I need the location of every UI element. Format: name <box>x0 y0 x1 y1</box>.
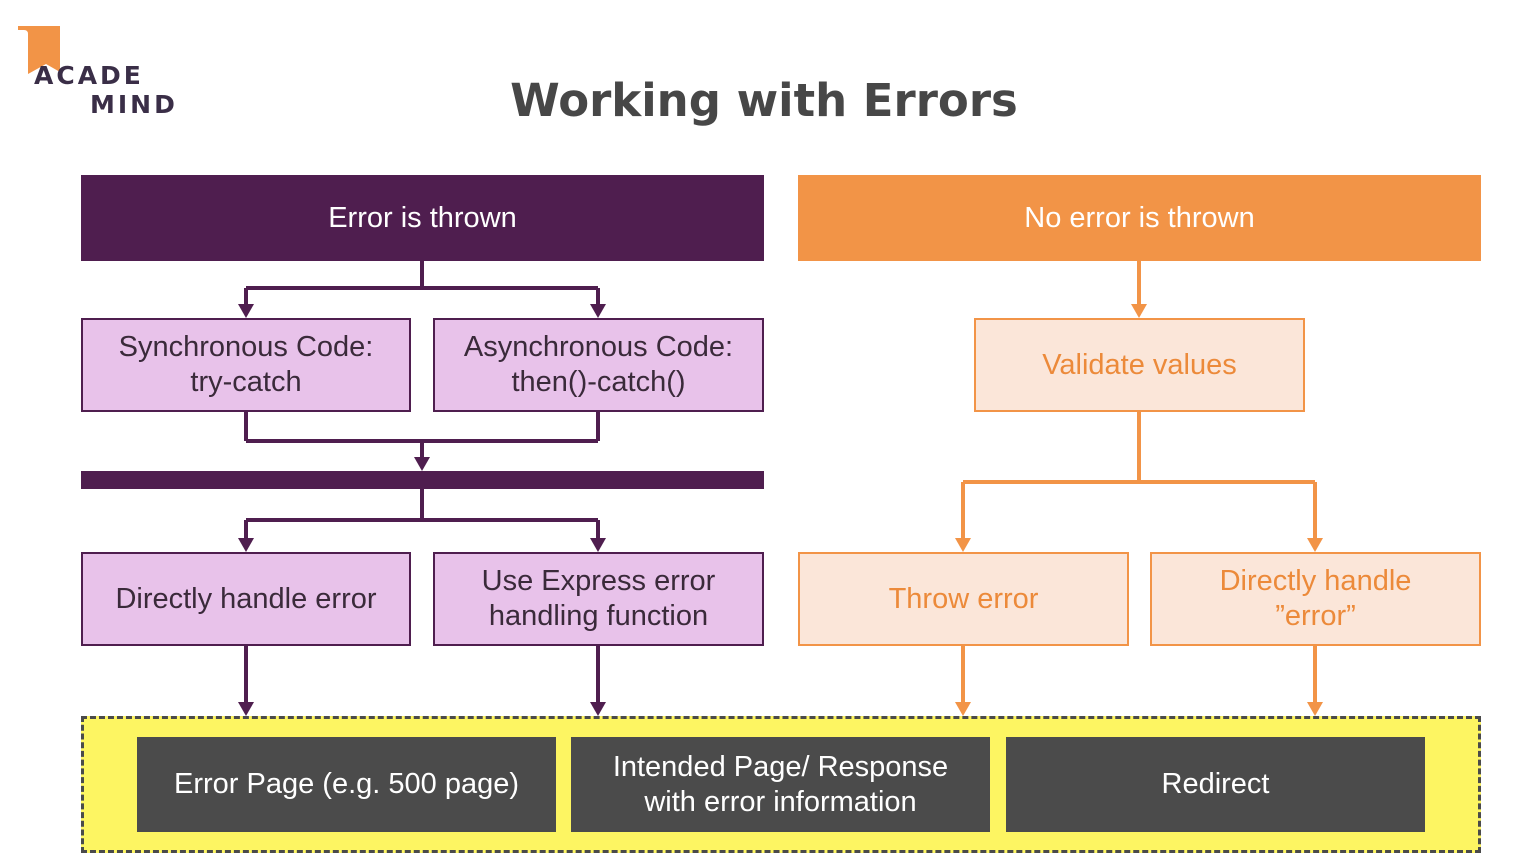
redirect-label: Redirect <box>1161 768 1270 801</box>
throw-error-label: Throw error <box>888 582 1039 615</box>
direct-handle-error-label: Directly handle error <box>115 582 377 615</box>
validate-values-label: Validate values <box>1042 348 1237 381</box>
sync-code-box: Synchronous Code: try-catch <box>81 318 411 412</box>
validate-values-box: Validate values <box>974 318 1305 412</box>
async-code-label: Asynchronous Code: then()-catch() <box>463 331 734 398</box>
logo-flag-icon <box>18 26 60 74</box>
direct-handle-error-right-box: Directly handle ”error” <box>1150 552 1481 646</box>
merge-bar <box>81 471 764 489</box>
intended-page-label: Intended Page/ Response with error infor… <box>612 750 949 818</box>
direct-handle-error-right-label: Directly handle ”error” <box>1219 565 1412 632</box>
right-arrows <box>955 261 1323 716</box>
intended-page-box: Intended Page/ Response with error infor… <box>571 737 990 832</box>
error-thrown-header-label: Error is thrown <box>328 201 517 234</box>
left-connectors <box>244 261 600 522</box>
right-connectors <box>963 412 1315 484</box>
sync-code-label: Synchronous Code: try-catch <box>118 331 374 398</box>
no-error-thrown-header-label: No error is thrown <box>1024 201 1255 234</box>
throw-error-box: Throw error <box>798 552 1129 646</box>
redirect-box: Redirect <box>1006 737 1425 832</box>
logo-text-line2: MIND <box>90 90 178 119</box>
error-page-label: Error Page (e.g. 500 page) <box>174 768 519 801</box>
express-handler-label: Use Express error handling function <box>481 565 716 632</box>
direct-handle-error-box: Directly handle error <box>81 552 411 646</box>
left-arrows <box>238 288 606 716</box>
express-handler-box: Use Express error handling function <box>433 552 764 646</box>
logo-text-line1: ACADE <box>34 61 144 90</box>
no-error-thrown-header: No error is thrown <box>798 175 1481 261</box>
academind-logo: ACADE MIND <box>16 24 186 119</box>
page-title: Working with Errors <box>510 74 1018 127</box>
error-thrown-header: Error is thrown <box>81 175 764 261</box>
error-page-box: Error Page (e.g. 500 page) <box>137 737 556 832</box>
async-code-box: Asynchronous Code: then()-catch() <box>433 318 764 412</box>
